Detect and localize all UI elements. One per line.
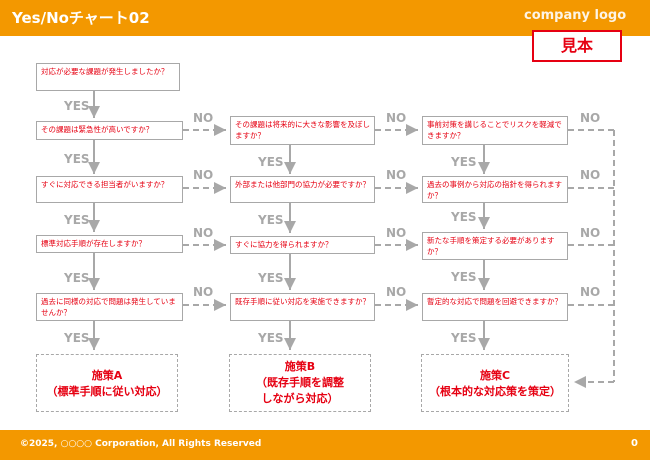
yes-label: YES <box>64 331 90 345</box>
question-box-2-4: 既存手順に従い対応を実施できますか？ <box>230 293 375 321</box>
question-box-3-1: 事前対策を講じることでリスクを軽減できますか？ <box>422 116 568 145</box>
no-label: NO <box>193 168 214 182</box>
yes-label: YES <box>451 331 477 345</box>
question-box-1-4: 標準対応手順が存在しますか？ <box>36 235 183 253</box>
yes-label: YES <box>64 213 90 227</box>
no-label: NO <box>580 226 601 240</box>
question-box-1-3: すぐに対応できる担当者がいますか？ <box>36 176 183 203</box>
header: Yes/Noチャート02 company logo 見本 <box>0 0 650 62</box>
no-label: NO <box>386 226 407 240</box>
no-label: NO <box>580 111 601 125</box>
result-box-c: 施策C （根本的な対応策を策定） <box>421 354 569 412</box>
yes-label: YES <box>258 155 284 169</box>
footer: ©2025, ○○○○ Corporation, All Rights Rese… <box>0 430 650 460</box>
yes-label: YES <box>258 213 284 227</box>
no-label: NO <box>580 168 601 182</box>
no-label: NO <box>386 285 407 299</box>
yes-label: YES <box>64 99 90 113</box>
sample-stamp: 見本 <box>532 30 622 62</box>
question-box-2-2: 外部または他部門の協力が必要ですか？ <box>230 176 375 203</box>
yes-label: YES <box>258 331 284 345</box>
no-label: NO <box>580 285 601 299</box>
result-a-desc: （標準手順に従い対応） <box>46 385 168 398</box>
result-box-a: 施策A （標準手順に従い対応） <box>36 354 178 412</box>
question-box-1-2: その課題は緊急性が高いですか？ <box>36 121 183 140</box>
result-c-desc: （根本的な対応策を策定） <box>429 385 561 398</box>
result-b-desc1: （既存手順を調整 <box>256 376 344 389</box>
yes-label: YES <box>451 210 477 224</box>
result-c-title: 施策C <box>479 369 511 382</box>
question-box-3-4: 暫定的な対応で問題を回避できますか？ <box>422 293 568 321</box>
result-box-b: 施策B （既存手順を調整 しながら対応） <box>229 354 371 412</box>
company-logo: company logo <box>524 8 627 23</box>
page-number: 0 <box>631 438 638 449</box>
result-b-desc2: しながら対応） <box>261 392 339 405</box>
yes-label: YES <box>451 155 477 169</box>
yes-label: YES <box>64 152 90 166</box>
question-box-2-3: すぐに協力を得られますか？ <box>230 236 375 254</box>
question-box-2-1: その課題は将来的に大きな影響を及ぼしますか？ <box>230 116 375 145</box>
yes-label: YES <box>258 271 284 285</box>
yes-label: YES <box>451 270 477 284</box>
result-a-title: 施策A <box>91 369 123 382</box>
question-box-1-5: 過去に同様の対応で問題は発生していませんか？ <box>36 293 183 321</box>
no-label: NO <box>386 111 407 125</box>
yes-label: YES <box>64 271 90 285</box>
no-label: NO <box>386 168 407 182</box>
question-box-3-2: 過去の事例から対応の指針を得られますか？ <box>422 176 568 203</box>
no-label: NO <box>193 111 214 125</box>
page-title: Yes/Noチャート02 <box>12 9 150 27</box>
question-box-3-3: 新たな手順を策定する必要がありますか？ <box>422 232 568 260</box>
result-b-title: 施策B <box>284 360 316 373</box>
no-label: NO <box>193 285 214 299</box>
no-label: NO <box>193 226 214 240</box>
question-box-1-1: 対応が必要な課題が発生しましたか？ <box>36 63 180 91</box>
copyright-text: ©2025, ○○○○ Corporation, All Rights Rese… <box>20 439 262 449</box>
